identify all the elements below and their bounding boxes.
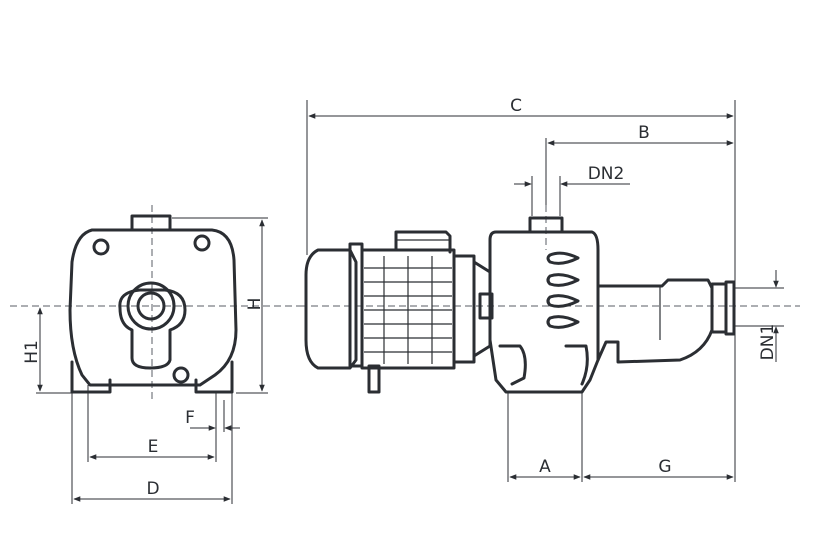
casing-foot-right	[564, 344, 589, 386]
motor-end-cover	[304, 248, 358, 370]
dim-label-h: H	[245, 298, 265, 311]
inlet-flange	[118, 288, 187, 370]
dim-label-a: A	[539, 457, 551, 477]
inlet-flange-face	[724, 280, 736, 336]
motor-flange	[452, 254, 476, 364]
terminal-box	[394, 230, 452, 254]
pump-casing	[488, 230, 600, 394]
dim-label-b: B	[638, 123, 650, 143]
dim-label-dn1: DN1	[758, 324, 778, 361]
pump-body-outline	[68, 228, 238, 387]
casing-slot-4	[546, 315, 580, 329]
casing-foot-left	[498, 344, 527, 386]
discharge-port-side	[528, 216, 564, 234]
dim-label-e: E	[148, 437, 159, 457]
inlet-outer-ring	[126, 281, 176, 331]
front-view: H H1 E D F	[10, 205, 300, 504]
motor-foot	[367, 364, 381, 394]
left-foot	[70, 360, 112, 394]
motor-cooling-fins	[364, 256, 452, 364]
dim-label-h1: H1	[22, 340, 42, 364]
bolt-top-left	[92, 238, 110, 256]
casing-slot-1	[546, 251, 580, 265]
side-view: C B DN2 A G DN1	[300, 96, 800, 482]
dim-label-dn2: DN2	[588, 164, 625, 184]
casing-slot-2	[546, 273, 580, 287]
motor-body	[360, 248, 456, 370]
right-foot	[194, 360, 234, 394]
dim-label-f: F	[185, 408, 195, 428]
top-discharge-port	[130, 214, 172, 232]
dim-label-g: G	[658, 457, 671, 477]
bolt-top-right	[193, 234, 211, 252]
shaft-coupling	[478, 292, 494, 320]
inlet-bore	[136, 291, 166, 321]
lantern-bracket	[472, 260, 492, 358]
dim-label-c: C	[510, 96, 522, 116]
dim-label-d: D	[146, 479, 159, 499]
inlet-flange-side	[710, 282, 728, 334]
casing-slot-3	[546, 294, 580, 308]
bolt-bottom-right	[172, 366, 190, 384]
suction-pipe	[596, 278, 714, 364]
